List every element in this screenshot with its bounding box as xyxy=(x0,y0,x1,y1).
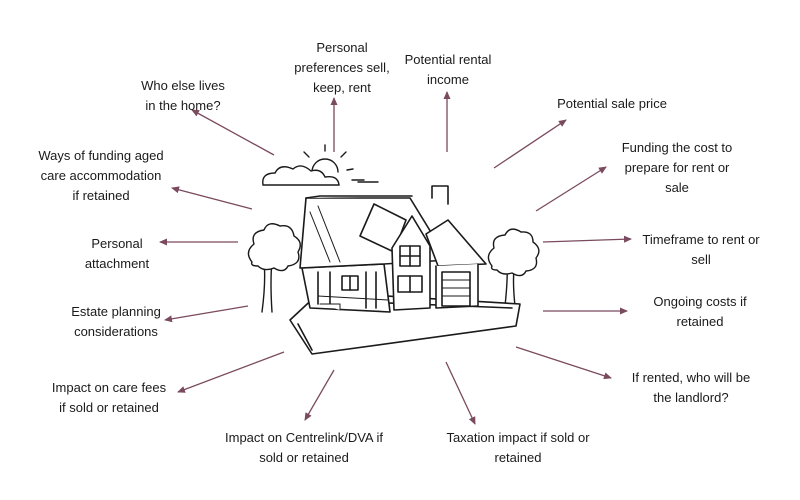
arrow-care-fees-impact xyxy=(177,351,285,393)
factor-funding-cost-prepare: Funding the cost to prepare for rent or … xyxy=(621,140,733,195)
arrows xyxy=(159,91,632,425)
factor-who-else-lives: Who else lives in the home? xyxy=(141,78,225,113)
arrow-estate-planning xyxy=(164,305,249,323)
sun-cloud-icon xyxy=(262,144,379,186)
arrow-landlord xyxy=(515,346,612,380)
arrow-potential-sale-price xyxy=(493,119,567,169)
factor-personal-preferences: Personal preferences sell, keep, rent xyxy=(294,40,390,95)
arrow-funding-aged-care xyxy=(171,186,253,210)
arrow-taxation-impact xyxy=(445,361,476,425)
arrow-centrelink-impact xyxy=(304,369,335,421)
factor-landlord: If rented, who will be the landlord? xyxy=(631,370,751,405)
factor-personal-attachment: Personal attachment xyxy=(84,236,150,271)
factor-ongoing-costs: Ongoing costs if retained xyxy=(653,294,747,329)
arrow-funding-cost-prepare xyxy=(535,166,607,212)
factor-potential-sale-price: Potential sale price xyxy=(557,96,667,111)
factor-estate-planning: Estate planning considerations xyxy=(71,304,161,339)
factor-timeframe: Timeframe to rent or sell xyxy=(642,232,760,267)
factor-taxation-impact: Taxation impact if sold or retained xyxy=(446,430,590,465)
factor-care-fees-impact: Impact on care fees if sold or retained xyxy=(51,380,167,415)
factor-potential-rental-income: Potential rental income xyxy=(404,52,492,87)
house-sketch-icon xyxy=(289,185,521,355)
arrow-timeframe xyxy=(542,235,632,243)
arrow-who-else-lives xyxy=(191,109,275,156)
factor-centrelink-impact: Impact on Centrelink/DVA if sold or reta… xyxy=(225,430,383,465)
tree-right-icon xyxy=(487,228,540,307)
tree-left-icon xyxy=(247,223,301,313)
factor-funding-aged-care: Ways of funding aged care accommodation … xyxy=(38,148,164,203)
